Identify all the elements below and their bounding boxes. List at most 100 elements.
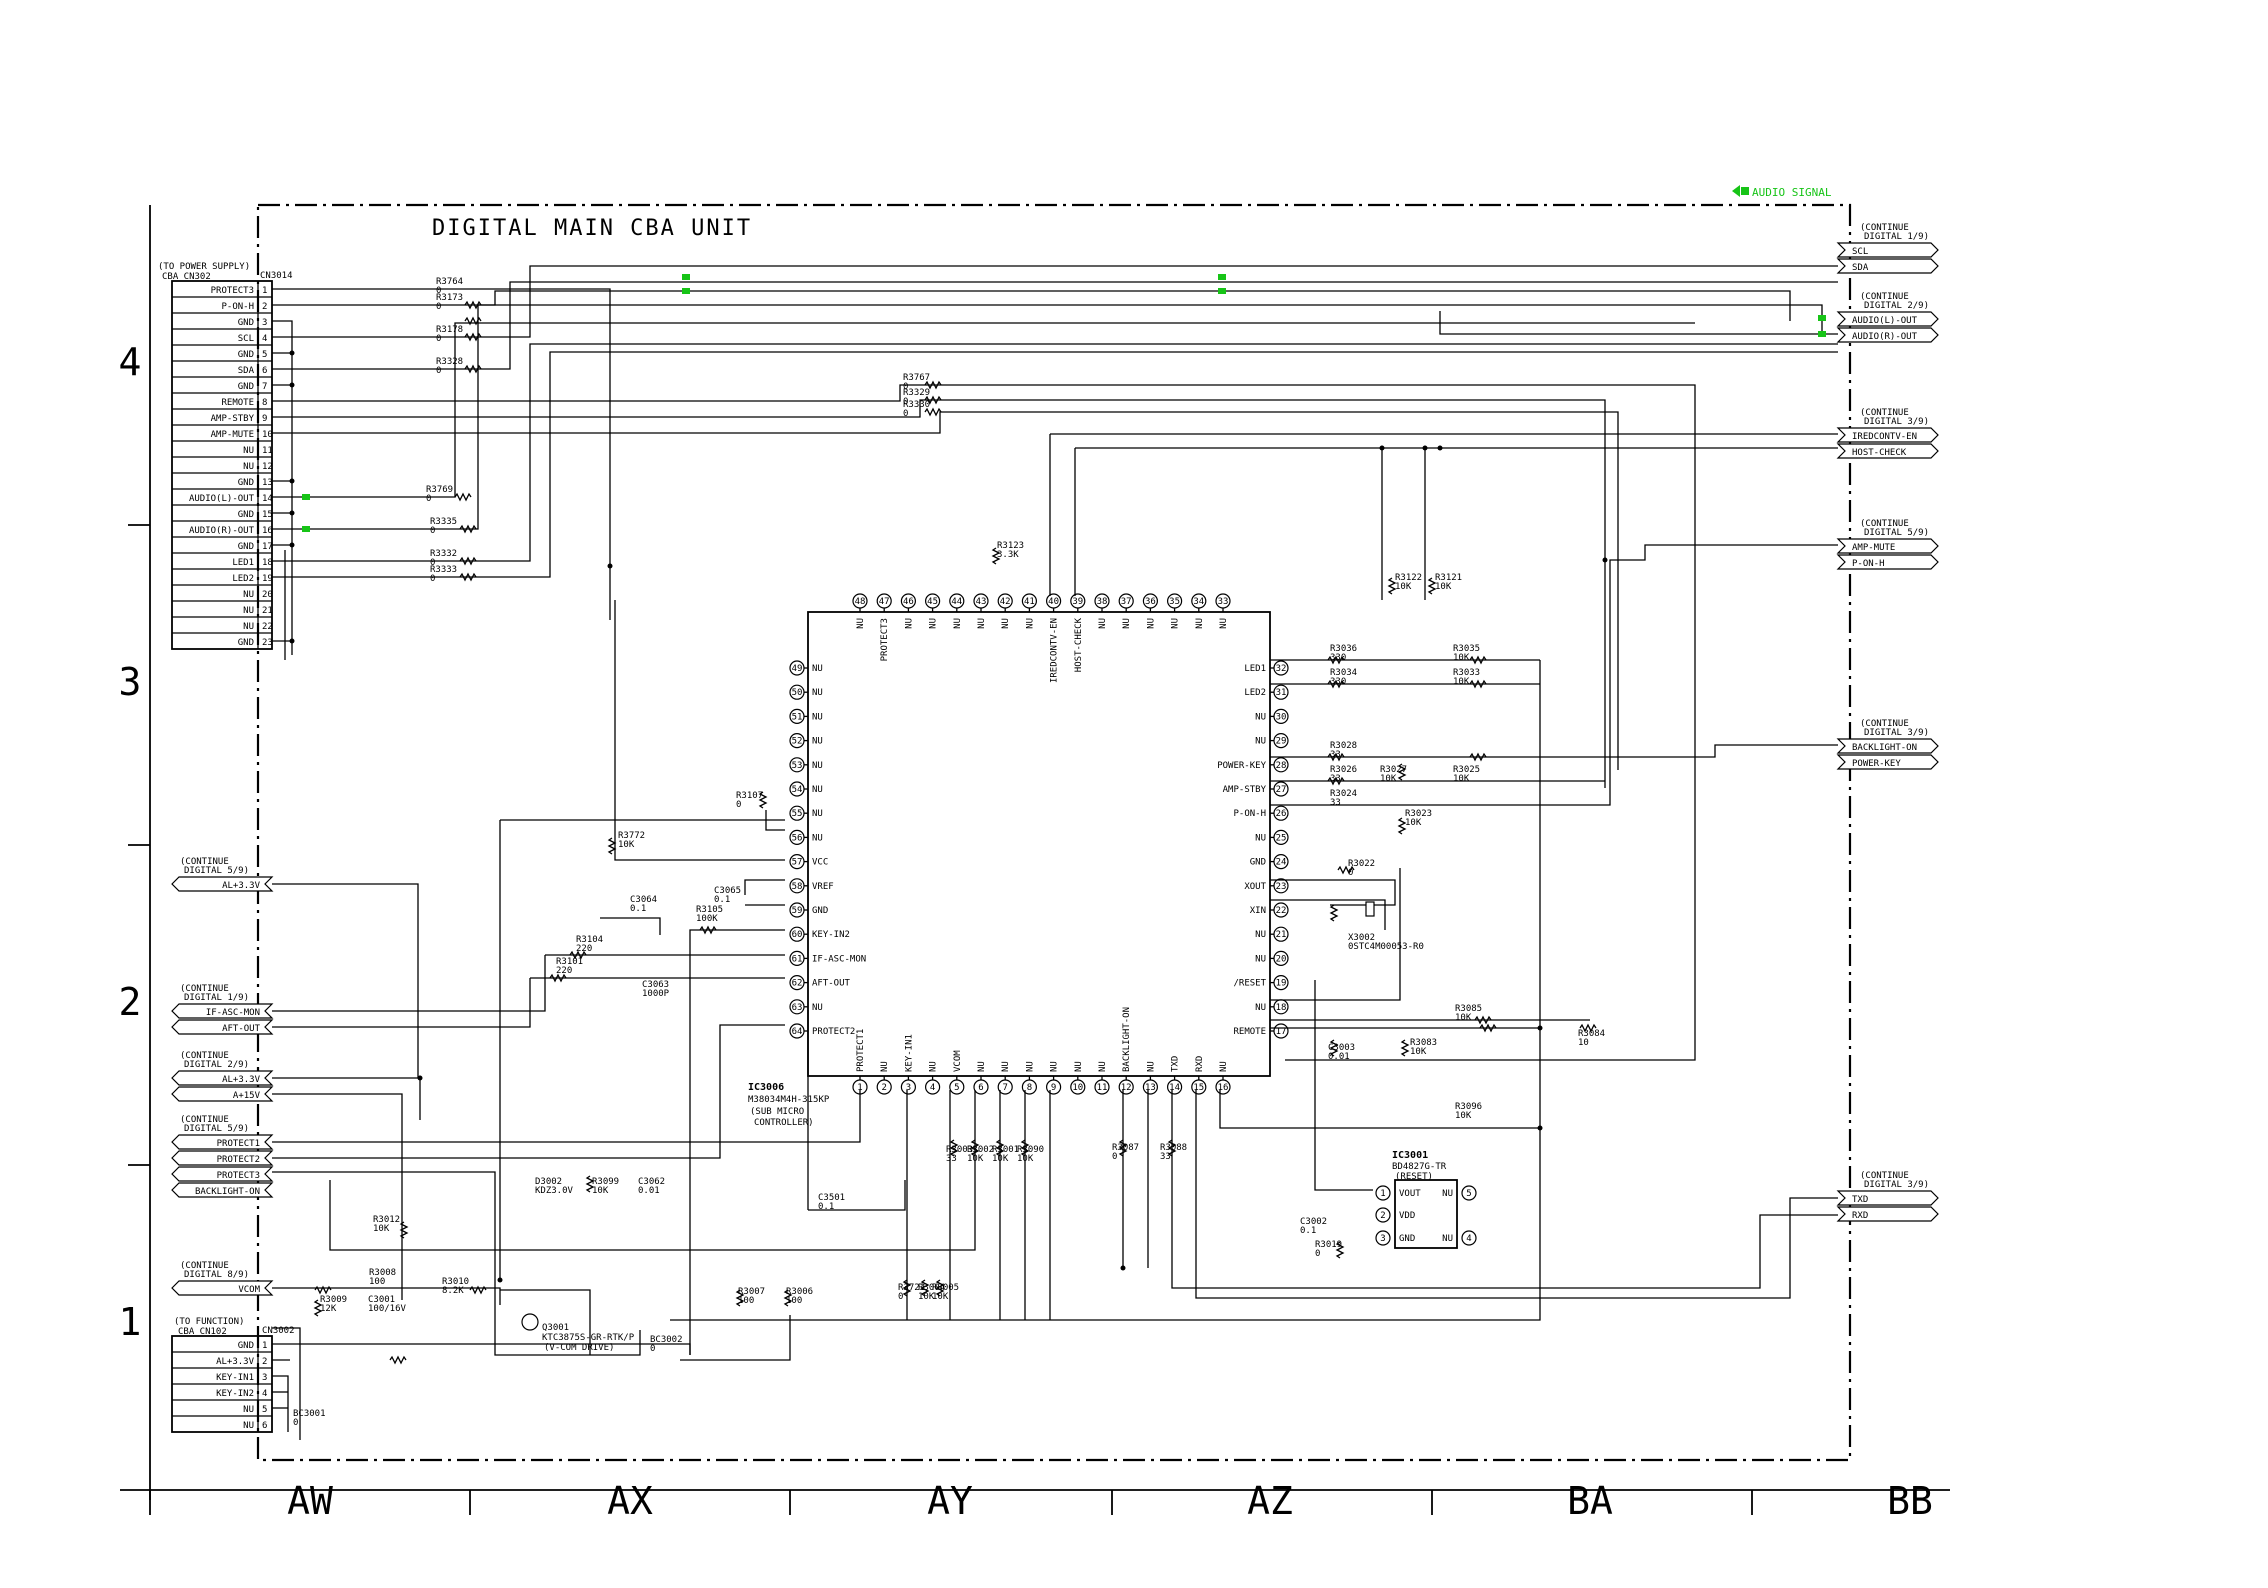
pin-circle [789, 684, 805, 700]
pin-circle [1273, 878, 1289, 894]
connector-ref: CN3002 [262, 1326, 295, 1336]
pin-circle [1273, 805, 1289, 821]
component-ref: R3769 [426, 485, 453, 495]
component-ref: R3330 [903, 400, 930, 410]
pin-circle [789, 708, 805, 725]
resistor-symbol [313, 1299, 323, 1317]
component-ref: R3022 [1348, 859, 1375, 869]
connector-note: (CONTINUE [180, 1261, 229, 1271]
pin-label: KEY-IN2 [812, 930, 850, 940]
pin-number: 28 [1276, 761, 1287, 771]
component-value: 3.3K [997, 550, 1019, 560]
connector-note: DIGITAL 5/9) [184, 1124, 249, 1134]
pin-label: LED1 [1244, 664, 1266, 674]
connector-signal [1836, 1190, 1939, 1206]
pin-label: LED2 [232, 574, 254, 584]
pin-label: AFT-OUT [812, 979, 851, 989]
pin-label: NU [977, 1061, 987, 1072]
resistor-symbol [1469, 655, 1487, 665]
pin-number: 51 [792, 712, 803, 722]
component-ref: C3064 [630, 895, 657, 905]
resistor-symbol [949, 1139, 959, 1157]
pin-circle [789, 950, 805, 967]
component-value: 0.1 [714, 895, 730, 905]
pin-circle [949, 1079, 965, 1095]
component-value: 10 [1578, 1038, 1589, 1048]
pin-number: 60 [792, 930, 803, 940]
resistor-symbol [1020, 1139, 1030, 1157]
component-value: 0 [436, 334, 441, 344]
component-value: 10K [918, 1292, 935, 1302]
connector-signal [1836, 258, 1939, 274]
component-value: 33 [1160, 1152, 1171, 1162]
pin-number: 58 [792, 882, 803, 892]
row-label: 4 [119, 340, 142, 384]
pin-number: 8 [262, 398, 267, 408]
pin-label: AL+3.3V [216, 1357, 255, 1367]
component-value: 10K [1455, 1111, 1472, 1121]
row-label: 3 [119, 660, 142, 704]
resistor-symbol [464, 300, 482, 310]
connector-note: (CONTINUE [1860, 519, 1909, 529]
pin-number: 46 [903, 597, 914, 607]
pin-circle [789, 829, 805, 846]
pin-number: 39 [1072, 597, 1083, 607]
pin-number: 10 [262, 430, 273, 440]
component-value: 0.01 [1328, 1052, 1350, 1062]
pin-number: 15 [262, 510, 273, 520]
component-value: 330 [1330, 677, 1346, 687]
ic-desc: CONTROLLER) [754, 1118, 814, 1128]
component-value: 12K [320, 1304, 337, 1314]
resistor-symbol [1327, 655, 1345, 665]
resistor-symbol [1335, 1241, 1345, 1259]
pin-number: 32 [1276, 664, 1287, 674]
pin-number: 6 [978, 1083, 983, 1093]
resistor-symbol [1479, 1023, 1497, 1033]
pin-label: NU [1442, 1234, 1453, 1244]
pin-circle [1273, 926, 1289, 942]
pin-circle [789, 902, 805, 918]
pin-label: AMP-STBY [1223, 785, 1267, 795]
pin-circle [1273, 781, 1289, 797]
connector-note: (CONTINUE [180, 1051, 229, 1061]
pin-label: LED1 [232, 558, 254, 568]
component-ref: Q3001 [542, 1323, 569, 1333]
component-value: 10K [1410, 1047, 1427, 1057]
pin-number: 59 [792, 906, 803, 916]
pin-circle [1461, 1185, 1477, 1201]
resistor-symbol [1329, 1039, 1339, 1057]
pin-number: 14 [1169, 1083, 1180, 1093]
component-ref: C3063 [642, 980, 669, 990]
pin-circle [1375, 1185, 1391, 1201]
pin-circle [789, 974, 805, 991]
component-ref: C3062 [638, 1177, 665, 1187]
resistor-symbol [1327, 679, 1345, 689]
connector-note: DIGITAL 1/9) [184, 993, 249, 1003]
signal-label: AL+3.3V [222, 1075, 261, 1085]
pin-label: NU [1122, 618, 1132, 629]
resistor-symbol [1397, 817, 1407, 835]
component-ref: R3023 [1405, 809, 1432, 819]
resistor-symbol [991, 547, 1001, 565]
legend-label: AUDIO SIGNAL [1752, 186, 1832, 199]
pin-number: 4 [262, 334, 267, 344]
pin-number: 22 [1276, 906, 1287, 916]
column-label: AX [607, 1479, 653, 1523]
connector-note: (CONTINUE [1860, 223, 1909, 233]
resistor-symbol [389, 1355, 407, 1365]
pin-number: 38 [1097, 597, 1108, 607]
connector-note: CBA CN102 [178, 1327, 227, 1337]
connector-signal [1836, 754, 1939, 770]
component-ref: R3329 [903, 388, 930, 398]
pin-label: RXD [1195, 1056, 1205, 1072]
pin-number: 3 [262, 318, 267, 328]
pin-number: 64 [792, 1027, 803, 1037]
row-label: 1 [119, 1300, 142, 1344]
pin-number: 52 [792, 737, 803, 747]
component-ref: R3001 [992, 1145, 1019, 1155]
pin-label: IF-ASC-MON [812, 954, 866, 964]
pin-label: NU [1442, 1189, 1453, 1199]
pin-label: NU [1050, 1061, 1060, 1072]
pin-label: XOUT [1244, 882, 1266, 892]
